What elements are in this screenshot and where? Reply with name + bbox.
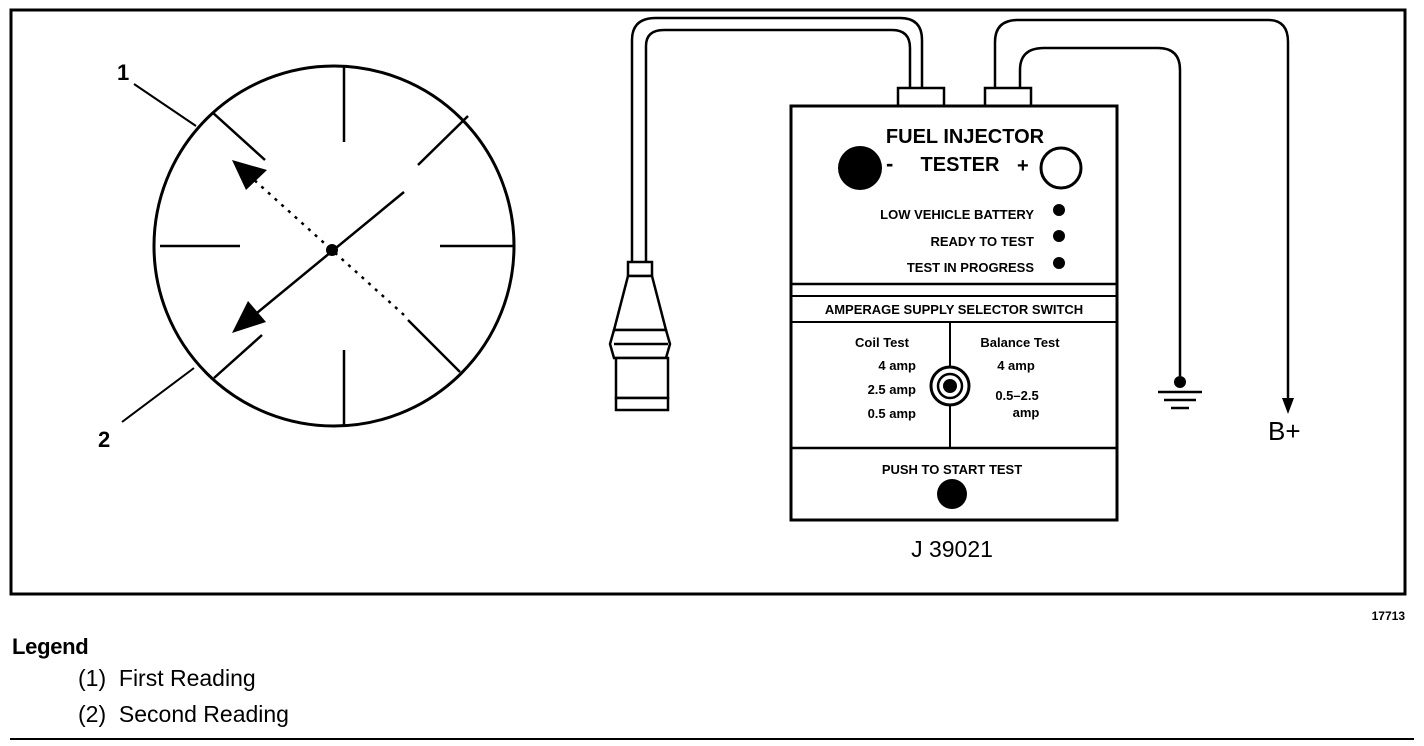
indicator-progress-led — [1053, 257, 1065, 269]
legend-item-first-reading: (1) First Reading — [78, 665, 256, 691]
negative-terminal[interactable] — [838, 146, 882, 190]
label-1-leader — [133, 83, 197, 127]
coil-test-value-1: 4 amp — [878, 358, 916, 373]
first-reading-arrowhead — [232, 160, 267, 190]
balance-test-value-2: 0.5–2.5 — [995, 388, 1038, 403]
meter-gauge: 1 2 — [98, 60, 516, 452]
coil-test-heading: Coil Test — [855, 335, 910, 350]
indicator-progress-label: TEST IN PROGRESS — [907, 260, 1034, 275]
injector-connector — [608, 260, 672, 412]
coil-test-value-3: 0.5 amp — [868, 406, 916, 421]
coil-test-value-2: 2.5 amp — [868, 382, 916, 397]
tester-model-number: J 39021 — [911, 536, 993, 562]
ground-symbol — [1158, 376, 1202, 410]
indicator-ready-label: READY TO TEST — [930, 234, 1034, 249]
positive-terminal[interactable] — [1039, 146, 1083, 190]
indicator-ready-led — [1053, 230, 1065, 242]
balance-test-heading: Balance Test — [980, 335, 1060, 350]
battery-positive-label: B+ — [1268, 416, 1301, 446]
right-socket — [983, 86, 1033, 108]
legend-item-second-reading: (2) Second Reading — [78, 701, 289, 727]
gauge-label-1: 1 — [117, 60, 129, 85]
indicator-low-battery-led — [1053, 204, 1065, 216]
gauge-pivot — [326, 244, 338, 256]
injector-cable — [630, 16, 924, 262]
gauge-label-2: 2 — [98, 427, 110, 452]
minus-sign: - — [886, 151, 893, 176]
left-socket — [896, 86, 946, 108]
selector-switch-knob[interactable] — [929, 365, 971, 407]
figure-id: 17713 — [1372, 609, 1406, 623]
selector-title: AMPERAGE SUPPLY SELECTOR SWITCH — [825, 302, 1083, 317]
tester-title-line2: TESTER — [921, 154, 1000, 176]
gauge-ticks — [160, 66, 515, 426]
second-reading-arrowhead — [232, 301, 266, 333]
diagram-frame — [9, 8, 1407, 596]
power-leads — [993, 18, 1290, 400]
label-2-leader — [121, 367, 195, 423]
indicator-low-battery-label: LOW VEHICLE BATTERY — [880, 207, 1034, 222]
balance-test-value-1: 4 amp — [997, 358, 1035, 373]
legend-title: Legend — [12, 634, 89, 659]
balance-test-value-3: amp — [1013, 405, 1040, 420]
push-to-start-button[interactable] — [937, 479, 967, 509]
tester-unit: FUEL INJECTOR TESTER - + LOW VEHICLE BAT… — [789, 86, 1119, 562]
tester-title-line1: FUEL INJECTOR — [886, 126, 1045, 148]
plus-sign: + — [1017, 155, 1029, 177]
second-reading-pointer — [251, 191, 405, 318]
battery-lead-arrowhead — [1282, 398, 1294, 414]
push-to-start-label: PUSH TO START TEST — [882, 462, 1022, 477]
legend-bottom-rule — [10, 738, 1414, 740]
